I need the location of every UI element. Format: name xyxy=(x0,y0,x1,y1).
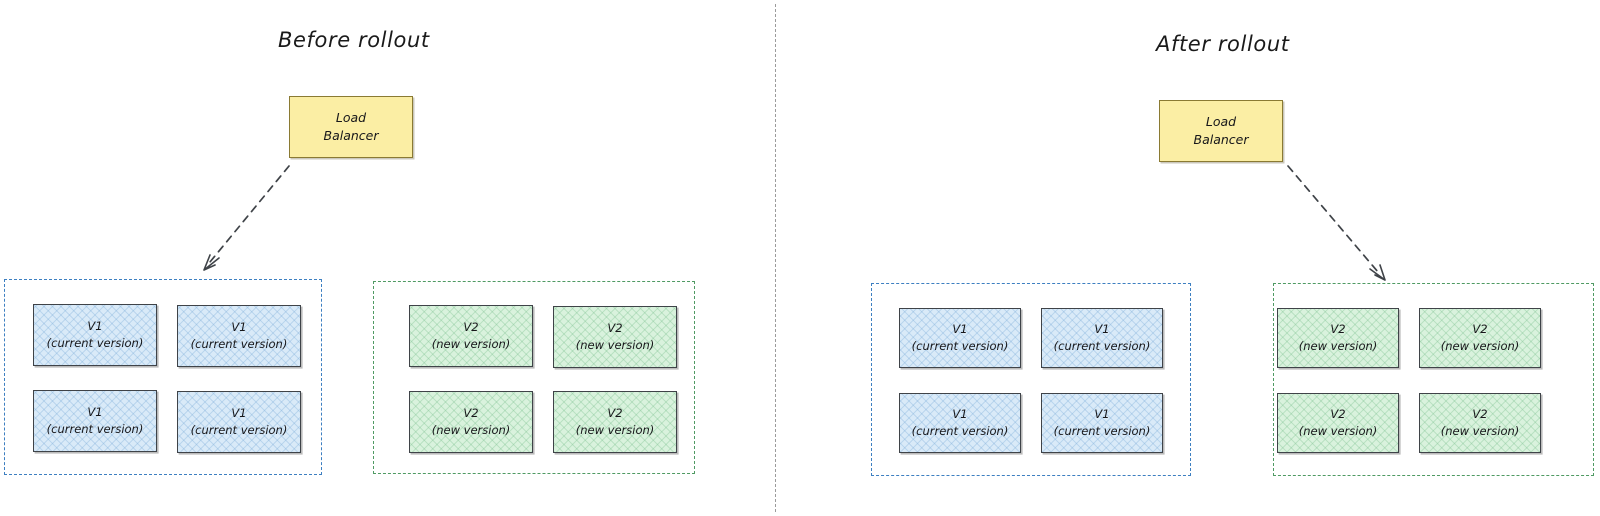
node-version-label: V1 xyxy=(952,321,968,336)
node-before-v2-4[interactable]: V2 (new version) xyxy=(553,391,677,453)
node-version-label: V2 xyxy=(1472,321,1488,336)
node-version-label: V2 xyxy=(1330,406,1346,421)
node-subtitle-label: (new version) xyxy=(1440,424,1520,438)
node-before-v1-4[interactable]: V1 (current version) xyxy=(177,391,301,453)
node-version-label: V2 xyxy=(463,405,479,420)
node-before-v1-2[interactable]: V1 (current version) xyxy=(177,305,301,367)
node-subtitle-label: (new version) xyxy=(1298,339,1378,353)
node-before-v2-3[interactable]: V2 (new version) xyxy=(409,391,533,453)
node-after-v2-4[interactable]: V2 (new version) xyxy=(1419,393,1541,453)
node-version-label: V1 xyxy=(87,318,103,333)
node-version-label: V2 xyxy=(1472,406,1488,421)
panel-title-after: After rollout xyxy=(1156,32,1290,56)
node-before-v1-1[interactable]: V1 (current version) xyxy=(33,304,157,366)
node-version-label: V2 xyxy=(607,405,623,420)
node-subtitle-label: (new version) xyxy=(431,423,511,437)
node-subtitle-label: (new version) xyxy=(575,423,655,437)
panel-divider xyxy=(775,4,776,512)
node-subtitle-label: (new version) xyxy=(1298,424,1378,438)
node-subtitle-label: (current version) xyxy=(46,422,144,436)
node-after-v1-1[interactable]: V1 (current version) xyxy=(899,308,1021,368)
panel-title-before: Before rollout xyxy=(278,28,430,52)
node-subtitle-label: (current version) xyxy=(46,336,144,350)
load-balancer-label-line1: Load xyxy=(1205,113,1237,129)
node-after-v2-3[interactable]: V2 (new version) xyxy=(1277,393,1399,453)
group-before-v1 xyxy=(4,279,322,475)
node-version-label: V2 xyxy=(463,319,479,334)
node-subtitle-label: (new version) xyxy=(1440,339,1520,353)
node-subtitle-label: (current version) xyxy=(911,339,1009,353)
node-subtitle-label: (current version) xyxy=(190,423,288,437)
load-balancer-label-line2: Balancer xyxy=(323,128,379,143)
node-after-v1-4[interactable]: V1 (current version) xyxy=(1041,393,1163,453)
node-after-v1-2[interactable]: V1 (current version) xyxy=(1041,308,1163,368)
group-after-v2 xyxy=(1273,283,1594,476)
node-subtitle-label: (current version) xyxy=(1053,339,1151,353)
node-version-label: V1 xyxy=(952,406,968,421)
node-version-label: V1 xyxy=(1094,321,1110,336)
node-version-label: V2 xyxy=(607,320,623,335)
load-balancer-label-line1: Load xyxy=(335,109,367,125)
node-subtitle-label: (current version) xyxy=(1053,424,1151,438)
node-version-label: V1 xyxy=(231,319,247,334)
group-after-v1 xyxy=(871,283,1191,476)
node-after-v2-2[interactable]: V2 (new version) xyxy=(1419,308,1541,368)
node-before-v2-1[interactable]: V2 (new version) xyxy=(409,305,533,367)
node-version-label: V2 xyxy=(1330,321,1346,336)
node-before-v1-3[interactable]: V1 (current version) xyxy=(33,390,157,452)
load-balancer-before[interactable]: Load Balancer xyxy=(289,96,413,158)
node-subtitle-label: (current version) xyxy=(911,424,1009,438)
node-version-label: V1 xyxy=(1094,406,1110,421)
node-after-v1-3[interactable]: V1 (current version) xyxy=(899,393,1021,453)
group-before-v2 xyxy=(373,281,695,474)
load-balancer-label-line2: Balancer xyxy=(1193,132,1249,147)
node-subtitle-label: (new version) xyxy=(575,338,655,352)
node-subtitle-label: (current version) xyxy=(190,337,288,351)
load-balancer-after[interactable]: Load Balancer xyxy=(1159,100,1283,162)
node-before-v2-2[interactable]: V2 (new version) xyxy=(553,306,677,368)
node-after-v2-1[interactable]: V2 (new version) xyxy=(1277,308,1399,368)
node-version-label: V1 xyxy=(231,405,247,420)
node-subtitle-label: (new version) xyxy=(431,337,511,351)
node-version-label: V1 xyxy=(87,404,103,419)
